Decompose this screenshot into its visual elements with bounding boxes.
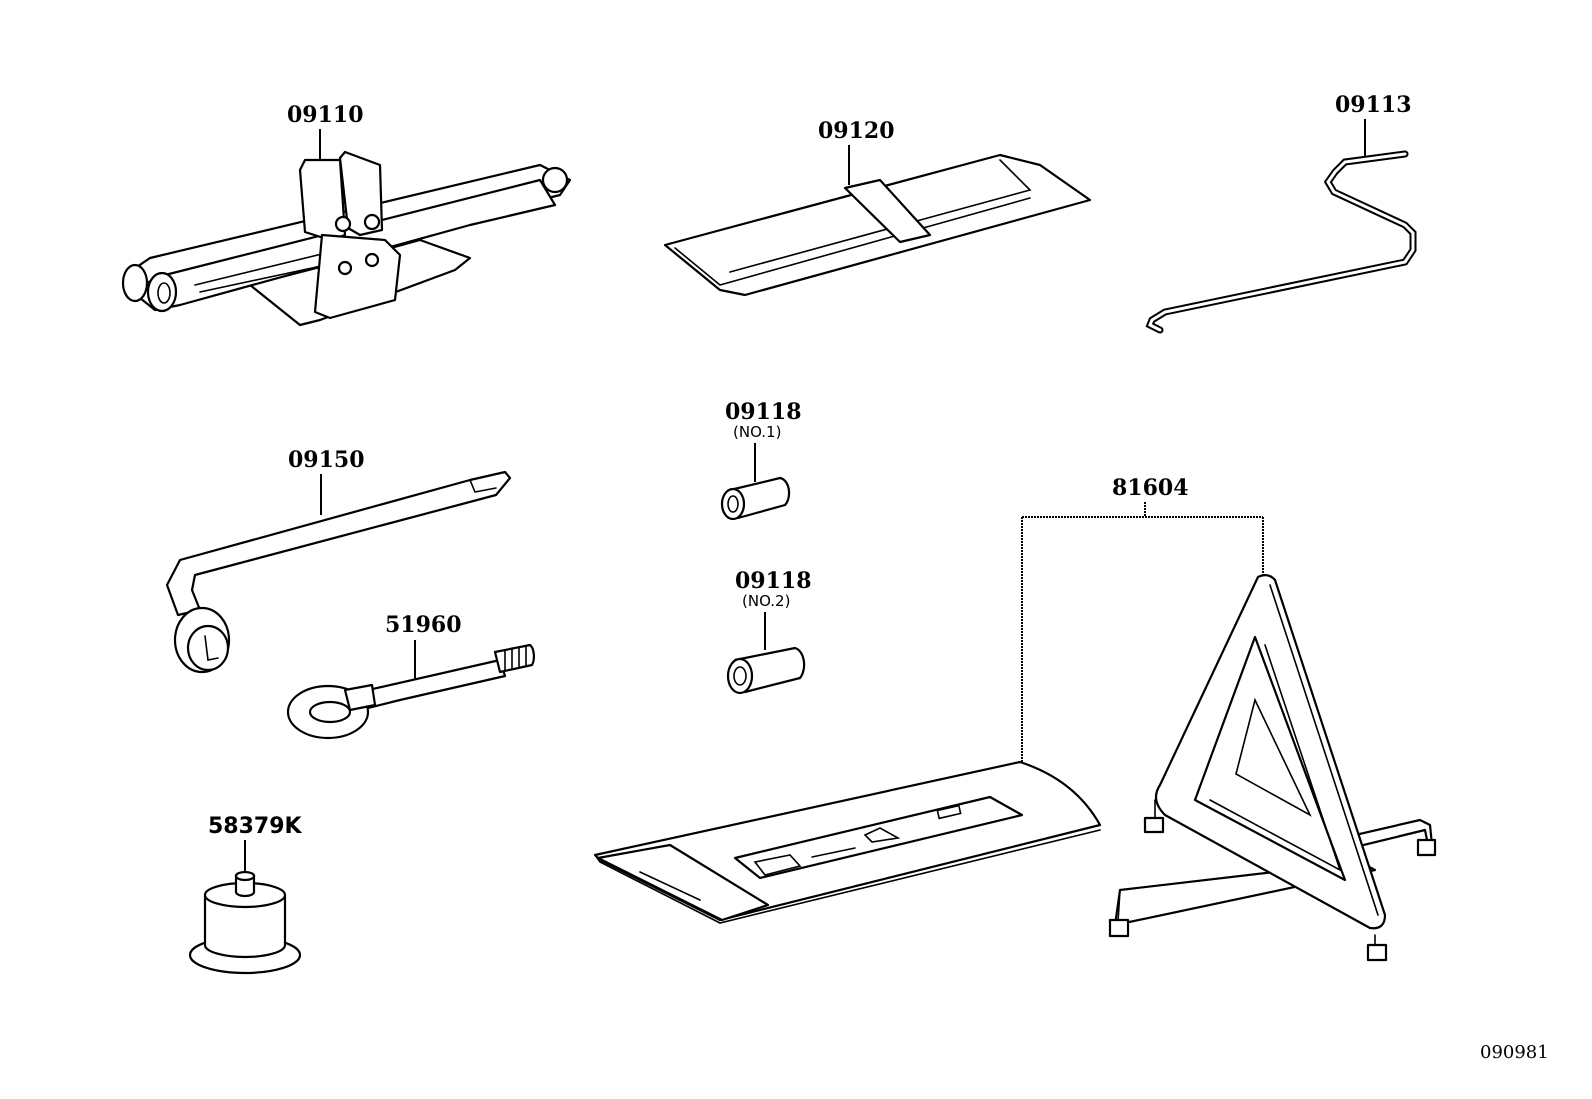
part-number-label: 09118 [725, 399, 802, 425]
part-adapter-no2[interactable]: 09118 (NO.2) [726, 568, 812, 695]
plug-illustration [188, 870, 302, 975]
part-number-label: 09110 [287, 102, 364, 128]
leader-bracket [1021, 502, 1264, 765]
part-wheel-wrench[interactable]: 09150 [165, 447, 512, 674]
jack-illustration [121, 150, 572, 327]
part-number-label: 81604 [1112, 475, 1189, 501]
tool-bag-illustration [663, 153, 1092, 297]
part-sub-label: (NO.1) [733, 423, 781, 441]
part-number-label: 09150 [288, 447, 365, 473]
wheel-wrench-illustration [165, 470, 512, 674]
part-plug[interactable]: 58379K [188, 814, 303, 975]
towing-eye-illustration [286, 643, 535, 740]
part-jack[interactable]: 09110 [121, 102, 572, 327]
adapter-no1-illustration [720, 476, 791, 521]
part-number-label: 51960 [385, 612, 462, 638]
warning-triangle-illustration [1108, 573, 1437, 962]
part-adapter-no1[interactable]: 09118 (NO.1) [720, 399, 802, 521]
adapter-no2-illustration [726, 646, 806, 695]
part-number-label: 09118 [735, 568, 812, 594]
part-warning-triangle-set[interactable]: 81604 [593, 475, 1437, 962]
triangle-case-illustration [593, 760, 1102, 924]
part-towing-eye[interactable]: 51960 [286, 612, 535, 740]
part-number-label: 09113 [1335, 92, 1412, 118]
part-sub-label: (NO.2) [742, 592, 790, 610]
part-number-label: 09120 [818, 118, 895, 144]
part-number-label: 58379K [208, 814, 303, 839]
part-tool-bag[interactable]: 09120 [663, 118, 1092, 297]
reference-code: 090981 [1480, 1042, 1549, 1063]
part-jack-handle[interactable]: 09113 [1145, 92, 1417, 334]
jack-handle-illustration [1145, 150, 1417, 334]
